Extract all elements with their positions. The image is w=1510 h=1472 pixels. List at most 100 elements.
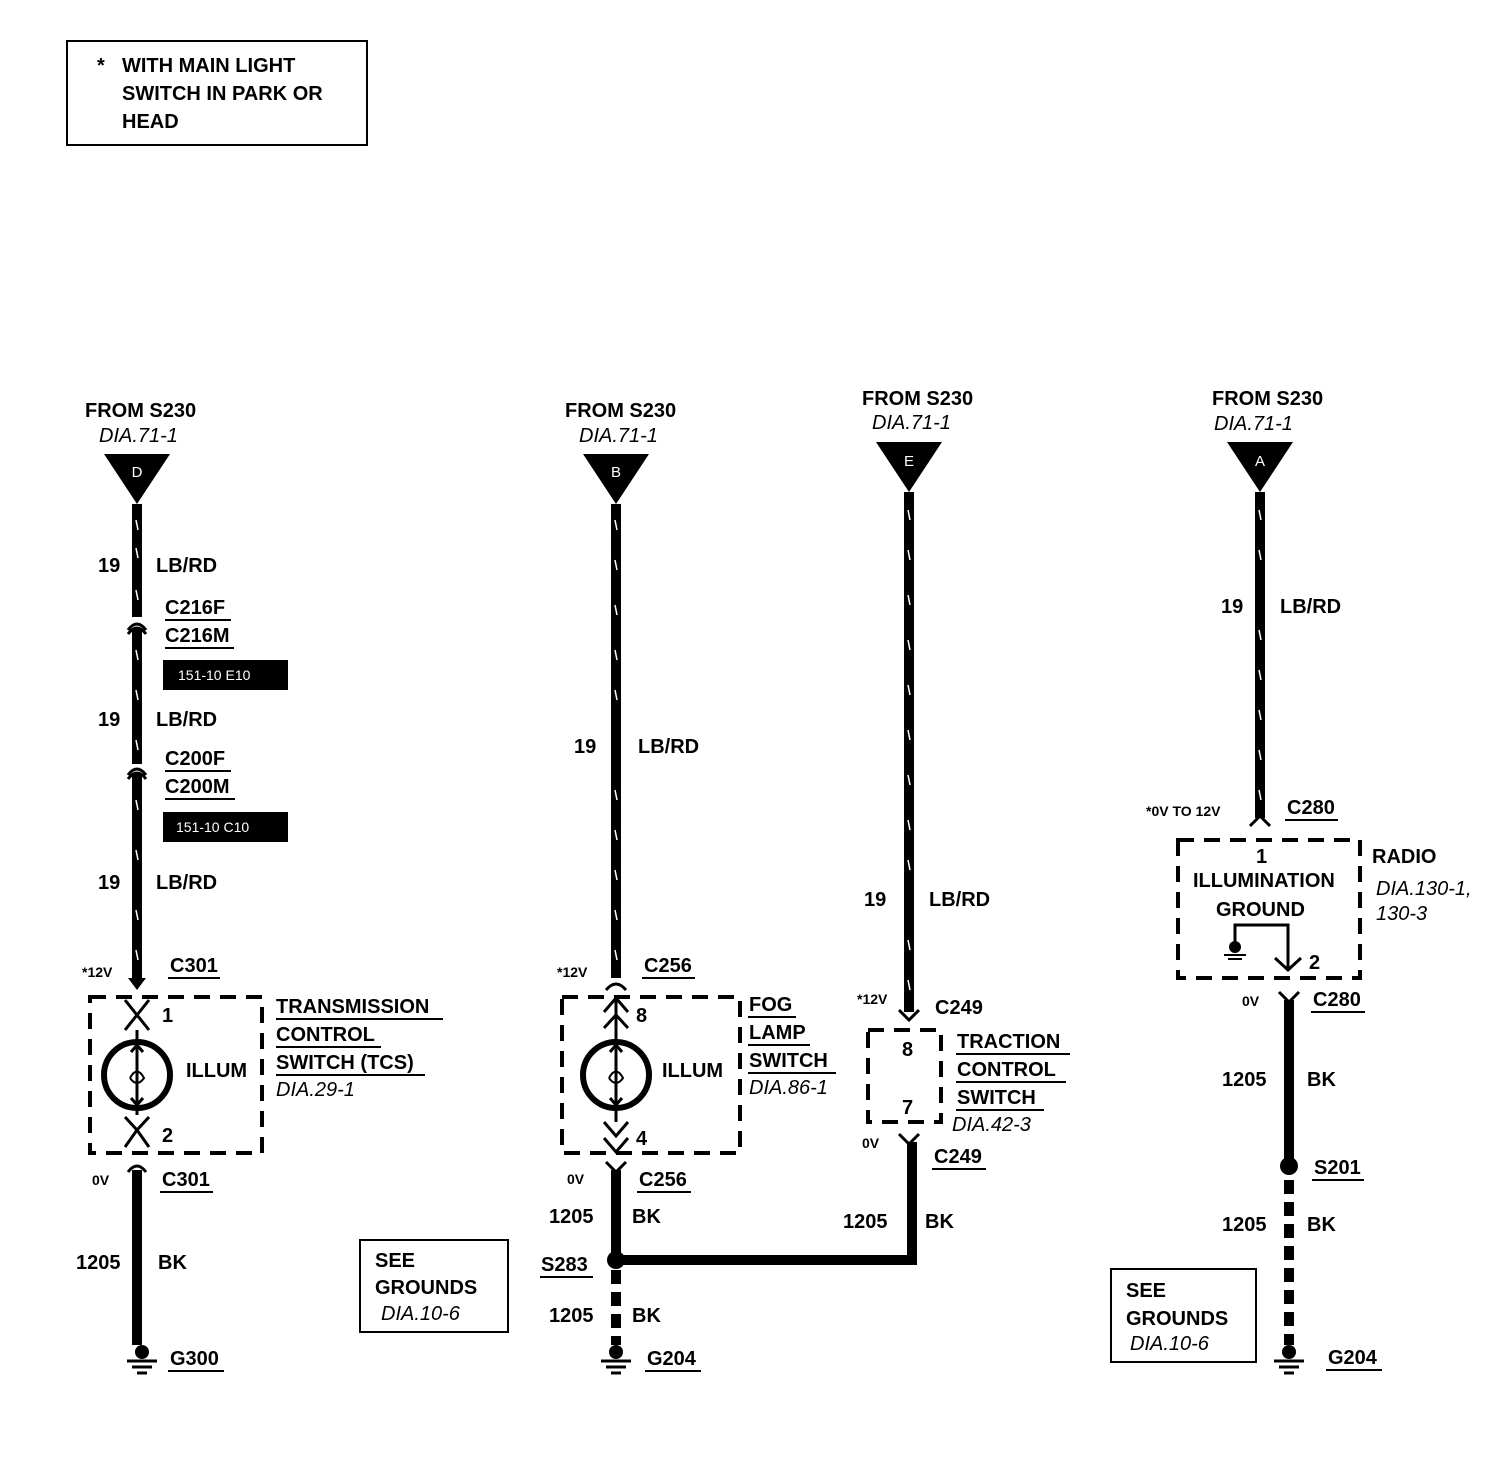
from-ref: DIA.71-1 — [579, 425, 658, 447]
voltage-label: *12V — [557, 964, 588, 980]
from-label: FROM S230 — [565, 400, 676, 422]
connector-female: C200F — [165, 748, 225, 770]
wire-number: 1205 — [76, 1252, 121, 1274]
pin-number: 7 — [902, 1097, 913, 1119]
voltage-label: 0V — [567, 1171, 585, 1187]
pin-number: 1 — [162, 1005, 173, 1027]
inner-label-line-1: ILLUMINATION — [1193, 870, 1335, 892]
from-label: FROM S230 — [85, 400, 196, 422]
from-ref: DIA.71-1 — [1214, 413, 1293, 435]
wire-number: 19 — [864, 889, 886, 911]
circuit-fog-lamp: FROM S230 DIA.71-1 B 19 LB/RD *12V C256 … — [540, 400, 912, 1375]
connector-label: C249 — [934, 1146, 982, 1168]
wire-color: BK — [1307, 1214, 1336, 1236]
component-ref-line-1: DIA.130-1, — [1376, 878, 1472, 900]
from-ref: DIA.71-1 — [99, 425, 178, 447]
wire-number: 1205 — [549, 1305, 594, 1327]
connector-label: C301 — [162, 1169, 210, 1191]
wire-color: LB/RD — [156, 872, 217, 894]
connector-male: C200M — [165, 776, 229, 798]
wire-number: 1205 — [1222, 1214, 1267, 1236]
note-line-1: WITH MAIN LIGHT — [122, 55, 295, 77]
ground-icon — [1274, 1345, 1304, 1375]
wire-color: LB/RD — [929, 889, 990, 911]
svg-text:SEE: SEE — [375, 1250, 415, 1272]
splice-label: S201 — [1314, 1157, 1361, 1179]
wire-color: LB/RD — [638, 736, 699, 758]
see-grounds-box: SEE GROUNDS DIA.10-6 — [1110, 1268, 1257, 1363]
component-name-line-1: TRACTION — [957, 1031, 1060, 1053]
wire-number: 19 — [98, 872, 120, 894]
ground-icon — [601, 1345, 631, 1375]
ref-box — [163, 660, 288, 690]
component-inner-label: ILLUM — [186, 1060, 247, 1082]
connector-female: C216F — [165, 597, 225, 619]
pin-number: 8 — [636, 1005, 647, 1027]
circuit-radio: FROM S230 DIA.71-1 A 19 LB/RD *0V TO 12V… — [1110, 388, 1472, 1375]
pin-number: 2 — [1309, 952, 1320, 974]
component-name-line-2: CONTROL — [276, 1024, 375, 1046]
wire-color: BK — [632, 1206, 661, 1228]
from-label: FROM S230 — [862, 388, 973, 410]
terminal-e: E — [876, 442, 942, 492]
ref-box — [163, 812, 288, 842]
component-ref: DIA.29-1 — [276, 1079, 355, 1101]
connector-label: C249 — [935, 997, 983, 1019]
pin-number: 1 — [1256, 846, 1267, 868]
wire-number: 19 — [1221, 596, 1243, 618]
wire-color: LB/RD — [1280, 596, 1341, 618]
voltage-label: *0V TO 12V — [1146, 803, 1221, 819]
svg-text:SEE: SEE — [1126, 1280, 1166, 1302]
component-name-line-2: LAMP — [749, 1022, 806, 1044]
svg-text:B: B — [611, 464, 621, 481]
terminal-b: B — [583, 454, 649, 504]
note-box: * WITH MAIN LIGHT SWITCH IN PARK OR HEAD — [66, 40, 368, 146]
ground-label: G300 — [170, 1348, 219, 1370]
svg-text:DIA.10-6: DIA.10-6 — [381, 1303, 461, 1325]
wire-color: BK — [158, 1252, 187, 1274]
wire-number: 1205 — [843, 1211, 888, 1233]
splice-dot — [1280, 1157, 1298, 1175]
pin-number: 8 — [902, 1039, 913, 1061]
connector-label: C280 — [1287, 797, 1335, 819]
wire-color: BK — [1307, 1069, 1336, 1091]
component-name-line-3: SWITCH (TCS) — [276, 1052, 414, 1074]
wire-number: 19 — [98, 709, 120, 731]
svg-text:151-10 C10: 151-10 C10 — [176, 819, 249, 835]
note-star: * — [97, 55, 105, 77]
wire-number: 19 — [574, 736, 596, 758]
svg-text:151-10 E10: 151-10 E10 — [178, 667, 251, 683]
component-name-line-1: TRANSMISSION — [276, 996, 429, 1018]
pin-number: 2 — [162, 1125, 173, 1147]
ground-label: G204 — [647, 1348, 697, 1370]
wire-number: 19 — [98, 555, 120, 577]
wire-number: 1205 — [549, 1206, 594, 1228]
component-name-line-2: CONTROL — [957, 1059, 1056, 1081]
svg-text:DIA.10-6: DIA.10-6 — [1130, 1333, 1210, 1355]
from-ref: DIA.71-1 — [872, 412, 951, 434]
traction-control-component-box — [866, 1028, 943, 1124]
pin-number: 4 — [636, 1128, 648, 1150]
fog-lamp-component-box — [560, 995, 742, 1155]
svg-text:A: A — [1255, 453, 1265, 470]
ground-icon — [1224, 941, 1246, 960]
voltage-label: *12V — [857, 991, 888, 1007]
svg-text:E: E — [904, 453, 914, 470]
connector-c216f-symbol — [126, 622, 148, 631]
circuit-tcs: FROM S230 DIA.71-1 D 19 LB/RD C216F C216… — [76, 400, 509, 1375]
circuit-traction-control: FROM S230 DIA.71-1 E 19 LB/RD *12V C249 … — [843, 388, 1070, 1265]
splice-label: S283 — [541, 1254, 588, 1276]
connector-label: C301 — [170, 955, 218, 977]
component-ref-line-2: 130-3 — [1376, 903, 1427, 925]
ground-icon — [127, 1345, 157, 1375]
component-name-line-3: SWITCH — [957, 1087, 1036, 1109]
component-name: RADIO — [1372, 846, 1436, 868]
connector-label: C256 — [639, 1169, 687, 1191]
svg-text:GROUNDS: GROUNDS — [375, 1277, 477, 1299]
connector-c200f-symbol — [126, 767, 148, 776]
connector-label: C280 — [1313, 989, 1361, 1011]
radio-component-box — [1176, 838, 1362, 980]
tcs-component-box — [88, 995, 264, 1155]
voltage-label: *12V — [82, 964, 113, 980]
